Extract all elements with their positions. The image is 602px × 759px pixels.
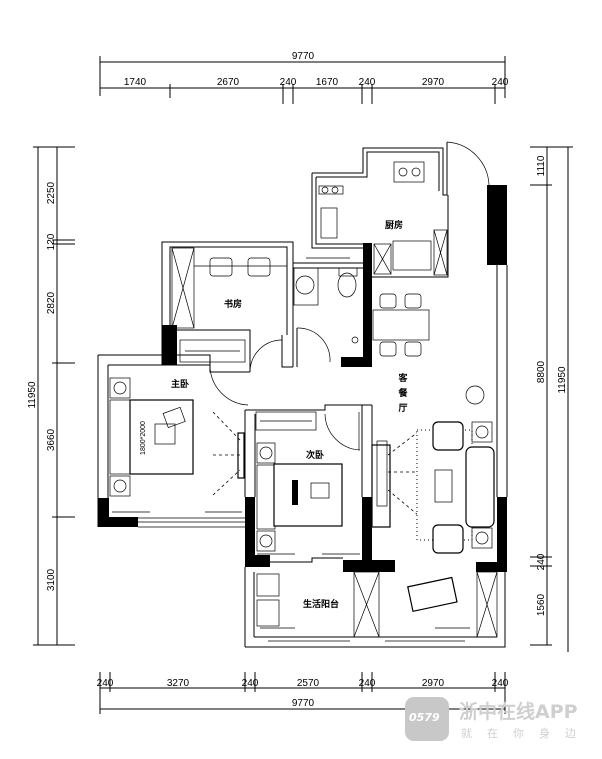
right-dim: 8800 [536,360,547,383]
left-dim: 3660 [46,428,57,451]
watermark-title: 浙中在线APP [459,701,578,723]
sink-icon [320,207,338,239]
top-dim: 240 [492,77,509,88]
top-total-dim: 9770 [292,51,315,62]
shower-icon [351,336,359,344]
living-dining-label: 厅 [398,403,407,414]
double-bed-icon [129,399,194,475]
right-dim: 240 [536,553,547,570]
balcony-label: 生活阳台 [303,598,339,610]
armchair-icon [432,524,464,554]
armchair-icon [432,421,464,451]
watermark: 0579 浙中在线APP 就在你身边 [405,697,600,747]
right-dim: 1560 [536,593,547,616]
bottom-dim: 240 [359,678,376,689]
right-dimensions: 1110 8800 240 1560 11950 [530,146,573,652]
lounge-chair-icon [407,576,458,613]
furniture [109,161,498,638]
bottom-dim: 2570 [297,678,320,689]
chair-icon [247,257,271,277]
top-dim: 240 [359,77,376,88]
plant-icon [465,385,485,405]
bottom-dim: 2970 [422,678,445,689]
watermark-subtitle: 就在你身边 [461,727,591,740]
top-dim: 1740 [124,77,147,88]
walls [97,141,508,648]
washer-icon [256,573,280,597]
bottom-total-dim: 9770 [292,698,315,709]
second-bedroom-label: 次卧 [306,449,324,461]
top-dimensions: 9770 1740 2670 240 1670 240 2970 240 [99,51,509,104]
left-total-dim: 11950 [27,381,38,409]
master-bedroom-label: 主卧 [171,378,189,390]
bottom-dim: 240 [492,678,509,689]
left-dim: 3100 [46,568,57,591]
left-dim: 2250 [46,181,57,204]
bed-size-label: 1800*2000 [140,421,147,455]
study-label: 书房 [224,298,242,310]
bottom-dim: 240 [242,678,259,689]
left-dim: 2820 [46,291,57,314]
stove-icon [393,161,425,183]
left-dim: 120 [46,233,57,250]
sofa-icon [465,446,495,528]
kitchen-label: 厨房 [385,219,403,231]
bottom-dim: 3270 [167,678,190,689]
top-dim: 1670 [316,77,339,88]
right-dim: 1110 [536,155,547,176]
bed-icon [273,463,343,527]
fridge-icon [392,240,432,271]
coffee-table-icon [434,469,453,503]
top-dim: 2970 [422,77,445,88]
toilet-icon [337,272,357,298]
chair-icon [209,257,233,277]
living-dining-label: 餐 [397,387,408,399]
bottom-dim: 240 [97,678,114,689]
right-total-dim: 11950 [557,366,568,394]
basin-icon [295,275,315,295]
dining-table-icon [372,309,430,341]
watermark-logo: 0579 [405,697,449,741]
left-dimensions: 11950 2250 120 2820 3660 3100 [27,146,75,646]
living-dining-label: 客 [397,372,408,384]
top-dim: 2670 [217,77,240,88]
top-dim: 240 [280,77,297,88]
